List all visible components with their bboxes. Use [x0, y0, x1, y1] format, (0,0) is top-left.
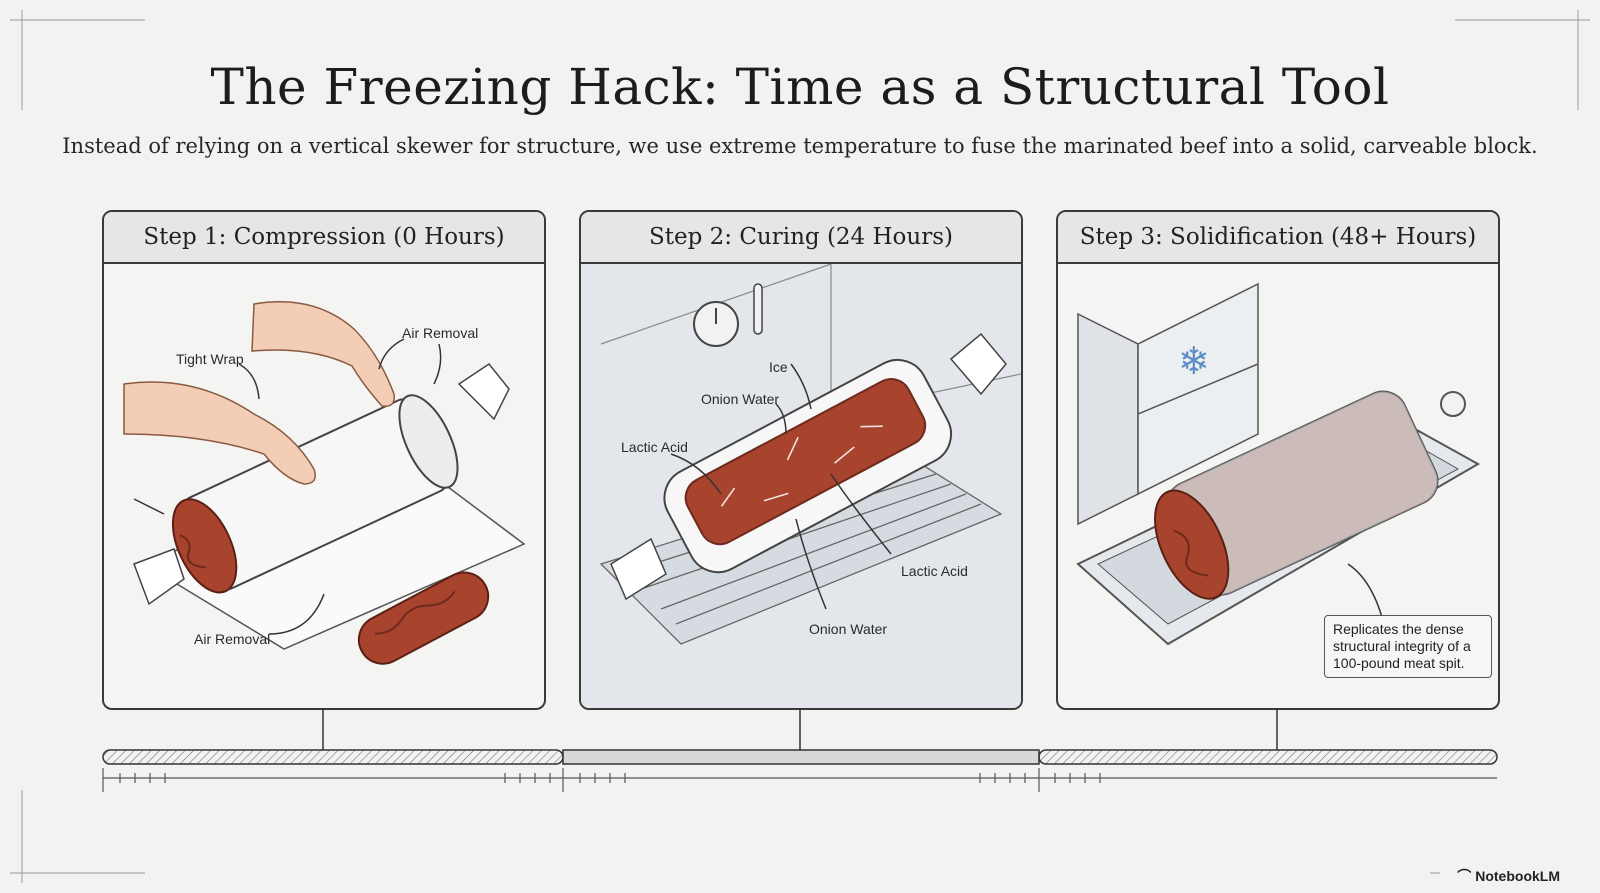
- timeline: [102, 708, 1498, 792]
- label-tight-wrap: Tight Wrap: [176, 351, 244, 367]
- thermometer-icon: [753, 283, 763, 335]
- step-3-header: Step 3: Solidification (48+ Hours): [1058, 212, 1498, 264]
- label-air-removal-bottom: Air Removal: [194, 631, 270, 647]
- curing-illustration: Ice Onion Water Lactic Acid Lactic Acid …: [581, 264, 1021, 708]
- step-3-callout: Replicates the dense structural integrit…: [1324, 615, 1492, 678]
- label-lactic-acid-right: Lactic Acid: [901, 563, 968, 579]
- page-subtitle: Instead of relying on a vertical skewer …: [62, 134, 1538, 158]
- notebooklm-logo-icon: ⌒: [1457, 868, 1472, 884]
- brand-name: NotebookLM: [1475, 868, 1560, 884]
- step-1-header: Step 1: Compression (0 Hours): [104, 212, 544, 264]
- step-2-panel: Step 2: Curing (24 Hours): [579, 210, 1023, 710]
- label-onion-water-top: Onion Water: [701, 391, 779, 407]
- step-1-panel: Step 1: Compression (0 Hours) T: [102, 210, 546, 710]
- brand-footer: ⌒NotebookLM: [1457, 866, 1560, 886]
- label-onion-water-bottom: Onion Water: [809, 621, 887, 637]
- solidification-illustration: ❄: [1076, 282, 1481, 646]
- page-title: The Freezing Hack: Time as a Structural …: [210, 58, 1390, 116]
- label-air-removal-top: Air Removal: [402, 325, 478, 341]
- compression-illustration: Tight Wrap Air Removal Air Removal: [123, 301, 526, 665]
- snowflake-icon: ❄: [1178, 339, 1210, 383]
- label-lactic-acid-left: Lactic Acid: [621, 439, 688, 455]
- step-3-panel: Step 3: Solidification (48+ Hours) ❄ Rep…: [1056, 210, 1500, 710]
- step-2-header: Step 2: Curing (24 Hours): [581, 212, 1021, 264]
- label-ice: Ice: [769, 359, 788, 375]
